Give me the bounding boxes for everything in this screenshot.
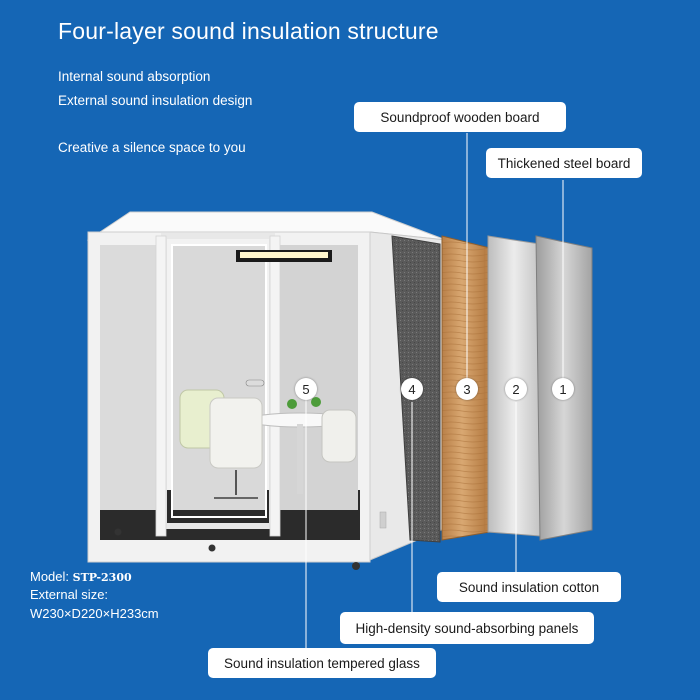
callout-high-density-panels: High-density sound-absorbing panels	[340, 612, 594, 644]
feature-silence-space: Creative a silence space to you	[58, 140, 246, 155]
layer-badge-5: 5	[295, 378, 317, 400]
feature-external-insulation: External sound insulation design	[58, 93, 253, 108]
layer-badge-1: 1	[552, 378, 574, 400]
callout-sound-insulation-cotton: Sound insulation cotton	[437, 572, 621, 602]
callout-tempered-glass: Sound insulation tempered glass	[208, 648, 436, 678]
page-title: Four-layer sound insulation structure	[58, 18, 439, 44]
booth	[86, 211, 447, 570]
spec-model: Model: STP-2300	[30, 568, 132, 587]
callout-soundproof-wooden-board: Soundproof wooden board	[354, 102, 566, 132]
feature-internal-absorption: Internal sound absorption	[58, 69, 211, 84]
spec-model-label: Model:	[30, 569, 70, 584]
layer-badge-3: 3	[456, 378, 478, 400]
layer-badge-4: 4	[401, 378, 423, 400]
leader-lines	[305, 133, 564, 648]
spec-size-label: External size:	[30, 587, 109, 602]
callout-thickened-steel-board: Thickened steel board	[486, 148, 642, 178]
spec-size-value: W230×D220×H233cm	[30, 606, 159, 621]
spec-model-value: STP-2300	[72, 571, 132, 584]
layer-badge-2: 2	[505, 378, 527, 400]
